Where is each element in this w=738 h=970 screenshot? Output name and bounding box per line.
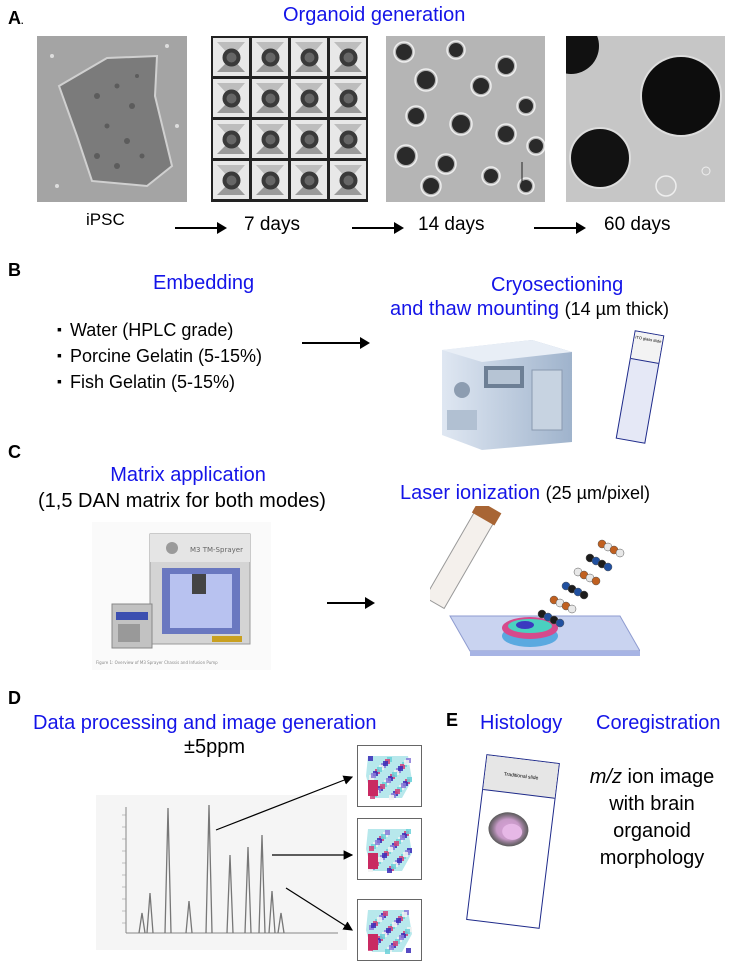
coreg-line-2: with brain	[572, 791, 732, 818]
panel-e-letter: E	[446, 710, 458, 731]
coreg-line-3: organoid	[572, 818, 732, 845]
mz-label: m/z	[590, 766, 622, 788]
coregistration-description: m/z ion image with brain organoid morpho…	[572, 764, 732, 872]
coreg-line-4: morphology	[572, 845, 732, 872]
coreg-line-1: m/z ion image	[572, 764, 732, 791]
histology-title: Histology	[480, 712, 562, 735]
coregistration-title: Coregistration	[596, 712, 721, 735]
histology-tissue	[473, 790, 554, 878]
